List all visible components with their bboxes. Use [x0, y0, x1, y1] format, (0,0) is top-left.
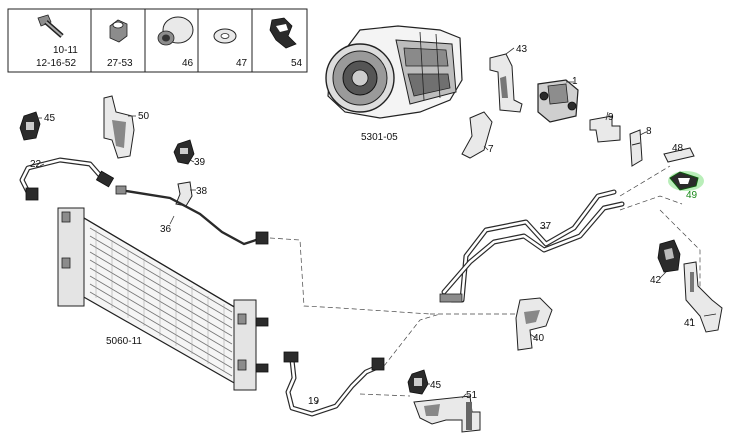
clip-39 [173, 139, 195, 165]
gearbox-assembly: 5301-05 [325, 25, 463, 143]
pipe-19 [283, 351, 385, 417]
grommet-icon [157, 16, 194, 46]
callout-37: 37 [540, 221, 552, 232]
bracket-51 [413, 395, 481, 433]
callout-8: 8 [646, 126, 652, 137]
callout-38: 38 [196, 186, 208, 197]
callout-19: 19 [308, 396, 320, 407]
callout-43: 43 [516, 44, 528, 55]
callout-40: 40 [533, 333, 545, 344]
legend-code-bolt-a: 10-11 [53, 45, 78, 56]
pipe-36 [115, 185, 269, 246]
hardware-legend-box: 10-11 12-16-52 27-53 46 47 54 [7, 8, 308, 73]
clip-49-highlighted[interactable] [668, 171, 704, 191]
bracket-8 [629, 129, 643, 167]
callout-45-lower: 45 [430, 380, 442, 391]
callout-50: 50 [138, 111, 150, 122]
bracket-50 [103, 95, 135, 159]
clip-icon [269, 17, 297, 49]
callout-1: 1 [572, 76, 578, 87]
clip-45-lower [407, 369, 429, 395]
pipe-37 [439, 189, 625, 303]
clip-45-upper [19, 111, 41, 141]
callout-9: 9 [608, 112, 614, 123]
legend-code-grommet: 46 [182, 58, 194, 69]
bolt-icon [37, 14, 64, 38]
bracket-40 [515, 297, 553, 351]
gearbox-code: 5301-05 [361, 132, 398, 143]
cooler-code: 5060-11 [106, 336, 142, 347]
callout-45-upper: 45 [44, 113, 56, 124]
legend-code-nut: 27-53 [107, 58, 133, 69]
legend-code-clip: 54 [291, 58, 303, 69]
bracket-9 [589, 115, 621, 143]
callout-51: 51 [466, 390, 478, 401]
washer-icon [213, 28, 237, 44]
callout-48: 48 [672, 143, 684, 154]
oil-cooler: 5060-11 [57, 207, 269, 391]
valve-block [537, 79, 579, 123]
callout-42: 42 [650, 275, 662, 286]
bracket-41 [683, 261, 723, 333]
clip-48 [663, 147, 695, 163]
cooler-fins [89, 227, 233, 377]
bracket-42 [657, 239, 681, 273]
callout-36: 36 [160, 224, 172, 235]
legend-code-washer: 47 [236, 58, 248, 69]
callout-22: 22 [30, 159, 42, 170]
callout-41: 41 [684, 318, 696, 329]
bracket-43 [489, 53, 523, 113]
callout-49: 49 [686, 190, 698, 201]
legend-code-bolt-b: 12-16-52 [36, 58, 76, 69]
callout-39: 39 [194, 157, 206, 168]
callout-7: 7 [488, 144, 494, 155]
nut-icon [109, 19, 128, 43]
